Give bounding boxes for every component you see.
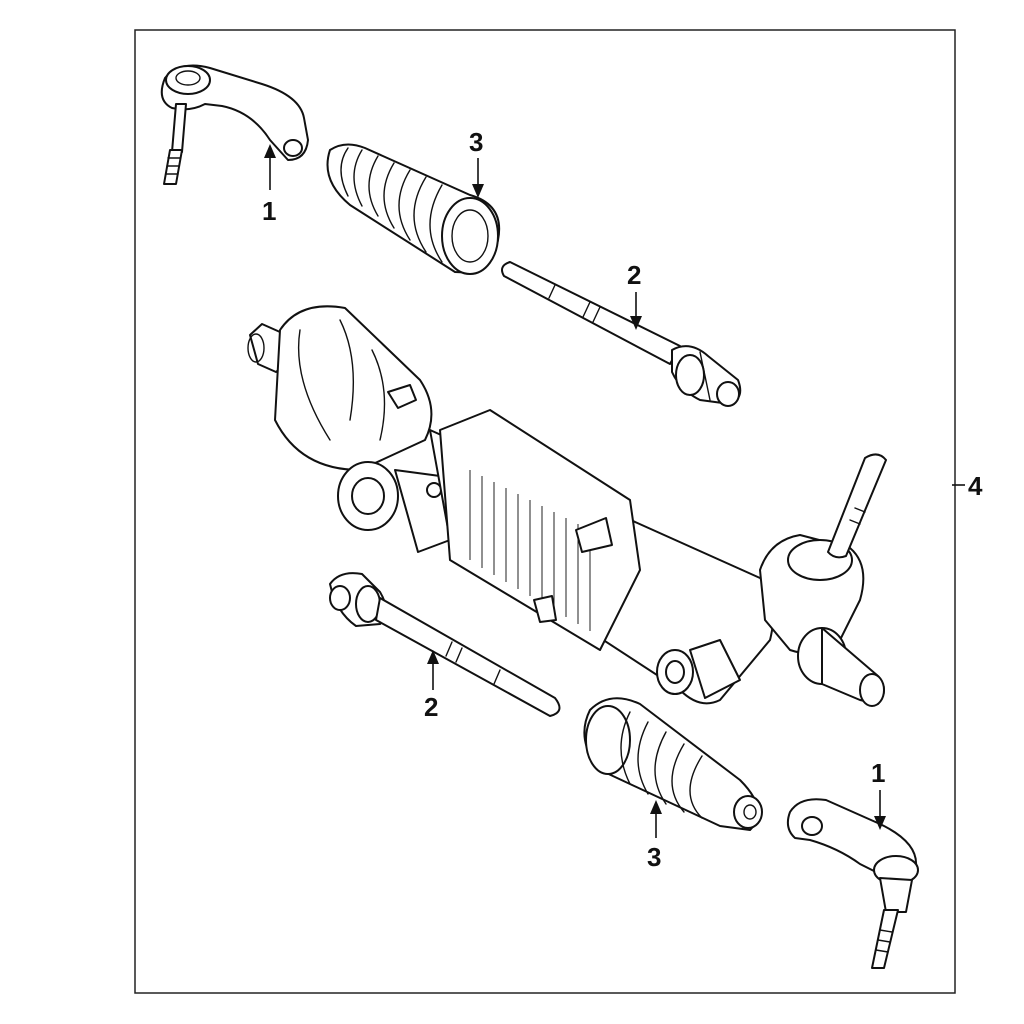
callout-label-3-top: 3 — [469, 127, 483, 157]
callout-label-2-top: 2 — [627, 260, 641, 290]
callout-label-1-bottom: 1 — [871, 758, 885, 788]
callout-4: 4 — [952, 471, 983, 501]
callout-3-bottom: 3 — [647, 800, 662, 872]
callout-label-1-top: 1 — [262, 196, 276, 226]
inner-tie-rod-top — [501, 261, 742, 407]
callout-label-2-bottom: 2 — [424, 692, 438, 722]
callout-2-top: 2 — [627, 260, 642, 330]
callout-1-top: 1 — [262, 144, 276, 226]
callout-3-top: 3 — [469, 127, 484, 198]
steering-gear-assembly — [247, 305, 887, 707]
diagram-frame — [134, 29, 956, 994]
callout-1-bottom: 1 — [871, 758, 886, 830]
callout-2-bottom: 2 — [424, 650, 439, 722]
rack-boot-top — [326, 143, 501, 275]
callout-label-3-bottom: 3 — [647, 842, 661, 872]
rack-boot-bottom — [583, 697, 763, 831]
inner-tie-rod-bottom — [329, 572, 561, 717]
outer-tie-rod-end-top — [160, 64, 309, 185]
callout-label-4: 4 — [968, 471, 983, 501]
outer-tie-rod-end-bottom — [786, 798, 919, 969]
